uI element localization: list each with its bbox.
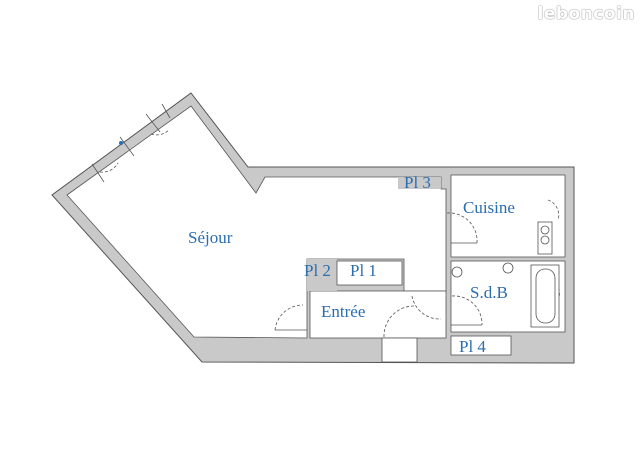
label-pl2: Pl 2 bbox=[304, 261, 331, 280]
toilet-icon bbox=[451, 266, 463, 278]
pl2-closet bbox=[307, 259, 337, 291]
label-cuisine: Cuisine bbox=[463, 198, 515, 217]
window-marker-dot bbox=[119, 141, 123, 145]
label-pl4: Pl 4 bbox=[459, 337, 486, 356]
pl4-closet bbox=[450, 335, 512, 356]
room-labels: Séjour Cuisine S.d.B Entrée Pl 1 Pl 2 Pl… bbox=[188, 173, 515, 356]
fixtures bbox=[451, 221, 560, 328]
label-sejour: Séjour bbox=[188, 228, 233, 247]
label-pl1: Pl 1 bbox=[350, 261, 377, 280]
sink-icon bbox=[502, 262, 514, 274]
entrance-opening bbox=[381, 337, 418, 363]
label-entree: Entrée bbox=[321, 302, 365, 321]
watermark-logo: leboncoin bbox=[537, 4, 635, 24]
windows bbox=[91, 103, 171, 183]
pl3-closet bbox=[398, 177, 441, 189]
label-sdb: S.d.B bbox=[470, 283, 508, 302]
label-pl3: Pl 3 bbox=[404, 173, 431, 192]
pl1-closet bbox=[336, 260, 403, 286]
entree-room bbox=[309, 290, 447, 339]
